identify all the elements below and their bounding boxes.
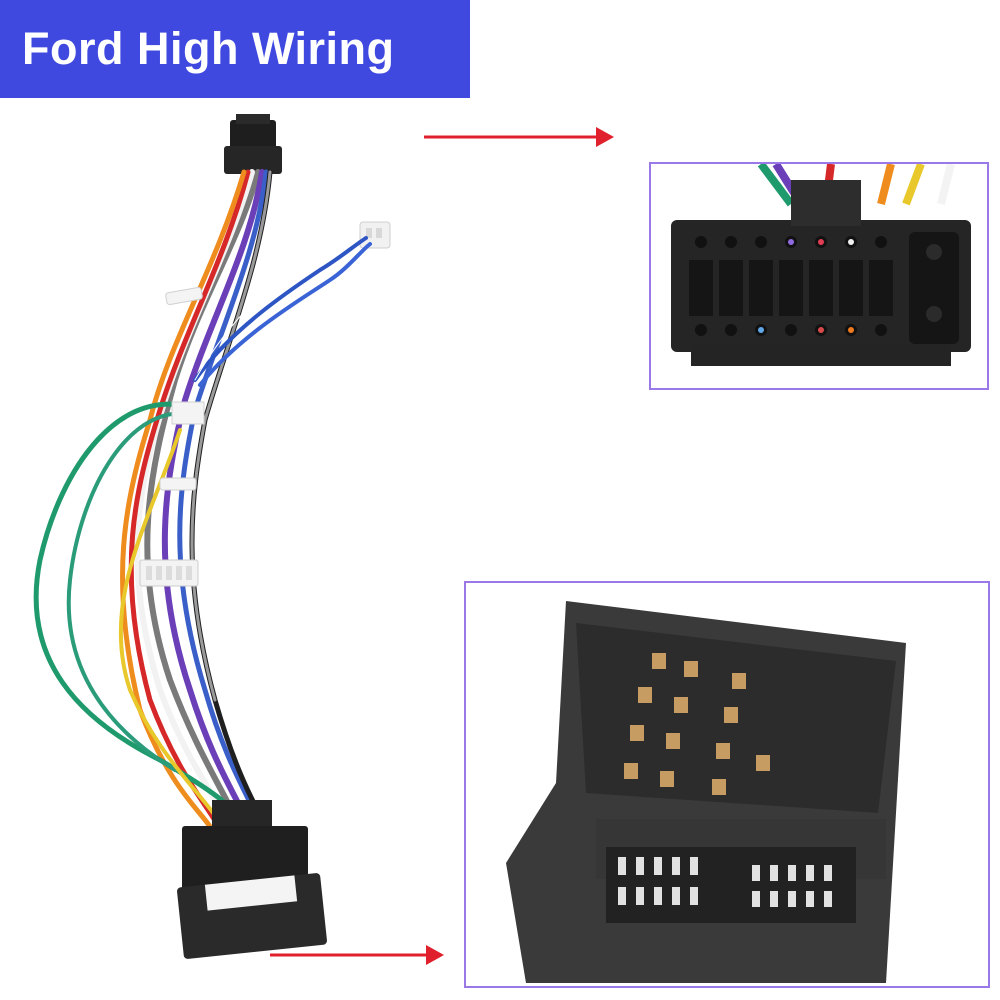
gold-pins	[624, 653, 770, 795]
white-plug-small	[359, 221, 391, 249]
pin-colors	[758, 239, 854, 333]
white-plug-large	[139, 559, 199, 587]
top-connector-panel	[649, 162, 989, 390]
top-iso-plug	[224, 114, 282, 174]
cable-tags	[159, 286, 205, 491]
connector-wires	[757, 164, 955, 207]
quadlock-connector-closeup	[466, 583, 988, 986]
pin-holes	[695, 236, 887, 336]
ford-quadlock-plug	[177, 800, 327, 959]
arrow-top-icon	[424, 127, 614, 147]
title-banner: Ford High Wiring	[0, 0, 470, 98]
wire-bundle	[33, 169, 372, 833]
iso-connector-closeup	[651, 164, 987, 388]
lower-pin-block	[606, 847, 856, 923]
arrow-bottom-icon	[270, 945, 444, 965]
title-text: Ford High Wiring	[22, 23, 395, 74]
cavities	[689, 232, 959, 344]
bottom-connector-panel	[464, 581, 990, 988]
